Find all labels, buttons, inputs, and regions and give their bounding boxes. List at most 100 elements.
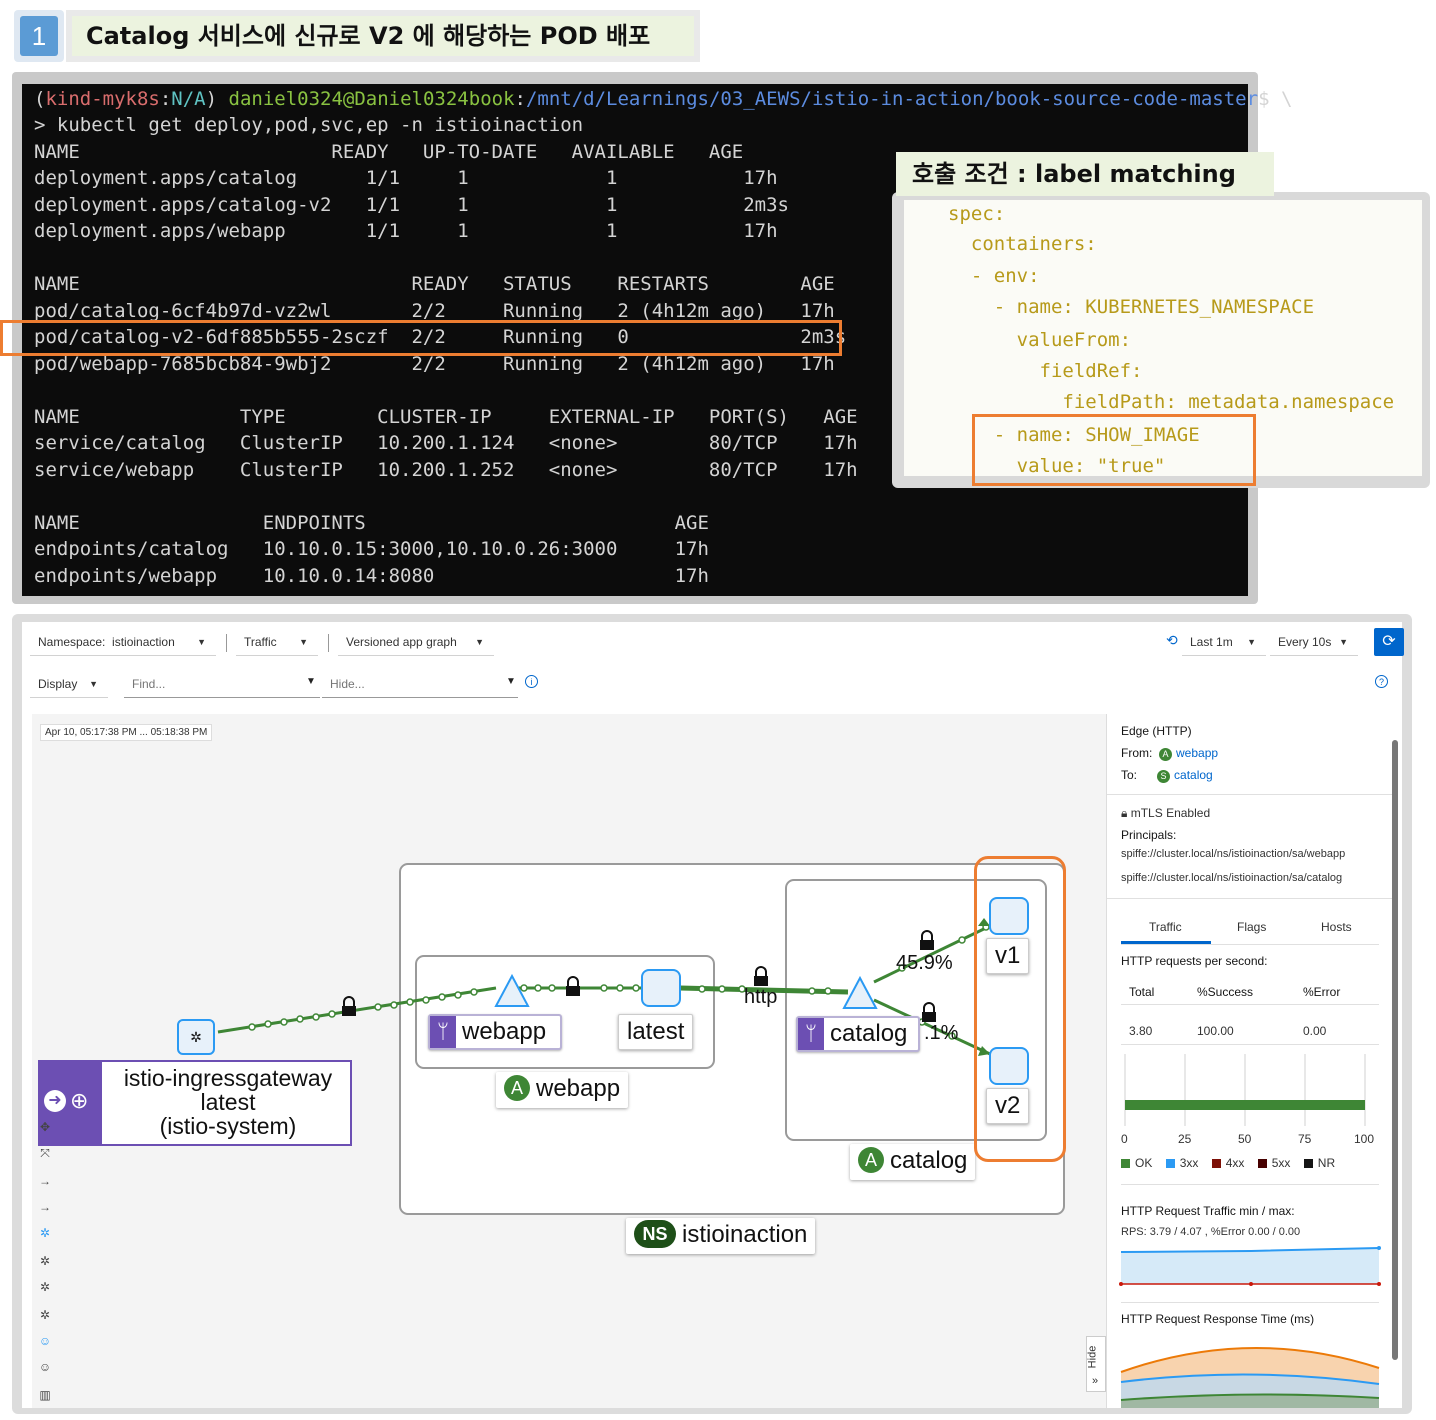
hide-input[interactable]: [322, 670, 518, 698]
yaml-line: - env:: [948, 265, 1040, 287]
app-badge-icon: A: [1159, 748, 1173, 761]
refresh-icon: ⟳: [1382, 633, 1396, 650]
caret-down-icon: ▼: [475, 637, 484, 647]
toolbar-divider: [328, 634, 329, 652]
yaml-line: - name: KUBERNETES_NAMESPACE: [948, 296, 1315, 318]
refresh-interval-dropdown[interactable]: Every 10s ▼: [1270, 628, 1358, 656]
namespace-dropdown[interactable]: Namespace: istioinaction ▼: [30, 628, 216, 656]
catalog-v2-label[interactable]: v2: [986, 1088, 1030, 1124]
service-graph-svg: ✲: [177, 863, 1065, 1215]
highlight-catalog-versions: [974, 856, 1066, 1162]
lock-icon: [342, 996, 356, 1016]
panel-title: Edge (HTTP): [1121, 724, 1192, 738]
arrowhead: [978, 1046, 990, 1056]
terminal-line: NAME READY UP-TO-DATE AVAILABLE AGE: [34, 141, 744, 163]
edge-catalog-v1: [873, 924, 991, 984]
divider: [1121, 1184, 1379, 1185]
zoom-in-icon[interactable]: ✥: [39, 1120, 51, 1134]
from-link[interactable]: webapp: [1176, 746, 1219, 760]
namespace-layout-icon[interactable]: ☺: [38, 1360, 52, 1374]
terminal-line: service/catalog ClusterIP 10.200.1.124 <…: [34, 432, 858, 454]
edge-webapp-catalog: [679, 985, 849, 995]
yaml-snippet: spec: containers: - env: - name: KUBERNE…: [904, 200, 1422, 477]
help-icon[interactable]: ?: [1375, 675, 1388, 688]
hide-caret-icon[interactable]: ▼: [506, 676, 516, 687]
tab-flags[interactable]: Flags: [1237, 920, 1267, 934]
display-dropdown[interactable]: Display ▼: [30, 670, 108, 698]
caret-down-icon: ▼: [299, 637, 308, 647]
legend-3xx: 3xx: [1165, 1156, 1198, 1170]
tab-hosts[interactable]: Hosts: [1321, 920, 1352, 934]
caret-down-icon: ▼: [197, 637, 206, 647]
info-icon[interactable]: i: [525, 675, 538, 688]
terminal-line: endpoints/webapp 10.10.0.14:8080 17h: [34, 565, 709, 587]
terminal-line-highlighted: pod/catalog-v2-6df885b555-2sczf 2/2 Runn…: [34, 326, 847, 348]
principal-1: spiffe://cluster.local/ns/istioinaction/…: [1121, 848, 1346, 860]
find-caret-icon[interactable]: ▼: [306, 676, 316, 687]
namespace-layout-icon[interactable]: ☺: [38, 1334, 52, 1348]
tab-traffic[interactable]: Traffic: [1149, 920, 1182, 934]
axis-tick: 75: [1298, 1132, 1312, 1146]
service-badge-icon: S: [1157, 770, 1171, 783]
history-icon[interactable]: ⟲: [1166, 632, 1178, 648]
step-title-text: Catalog 서비스에 신규로 V2 에 해당하는 POD 배포: [72, 16, 694, 56]
catalog-app-box: [785, 879, 1047, 1141]
chart-legend: OK 3xx 4xx 5xx NR: [1121, 1156, 1335, 1170]
yaml-line: value: "true": [948, 455, 1166, 477]
table-header-success: %Success: [1197, 985, 1254, 999]
legend-nr: NR: [1303, 1156, 1335, 1170]
layout-graph-icon[interactable]: ✲: [39, 1308, 51, 1322]
yaml-line: - name: SHOW_IMAGE: [948, 424, 1200, 446]
layout-graph-icon[interactable]: ✲: [39, 1254, 51, 1268]
legend-map-icon[interactable]: ▥: [39, 1388, 51, 1402]
webapp-version-label[interactable]: latest: [618, 1014, 694, 1050]
terminal-line: deployment.apps/catalog-v2 1/1 1 1 2m3s: [34, 194, 789, 216]
edge-traffic-dots: [248, 923, 990, 1040]
duration-dropdown[interactable]: Last 1m ▼: [1182, 628, 1266, 656]
catalog-v1-label[interactable]: v1: [986, 938, 1030, 974]
find-input[interactable]: [124, 670, 320, 698]
double-chevron-icon: »: [1092, 1375, 1099, 1387]
lock-icon: 🔒︎: [1121, 806, 1128, 820]
yaml-line: valueFrom:: [948, 329, 1132, 351]
terminal-line: deployment.apps/webapp 1/1 1 1 17h: [34, 220, 778, 242]
layout-graph-icon[interactable]: ✲: [39, 1280, 51, 1294]
panel-scrollbar[interactable]: [1392, 740, 1398, 1360]
table-header-error: %Error: [1303, 985, 1341, 999]
terminal-line: NAME TYPE CLUSTER-IP EXTERNAL-IP PORT(S)…: [34, 406, 858, 428]
divider: [1121, 1302, 1379, 1303]
to-link[interactable]: catalog: [1174, 768, 1213, 782]
ok-bar: [1125, 1100, 1365, 1110]
app-badge-icon: A: [858, 1146, 884, 1173]
branch-icon: ᛘ: [798, 1018, 824, 1050]
divider: [1121, 944, 1379, 945]
terminal-prompt: (kind-myk8s:N/A) daniel0324@Daniel0324bo…: [34, 88, 1293, 110]
globe-icon: ⊕: [70, 1088, 89, 1113]
toolbar-divider: [226, 634, 227, 652]
lock-icon: [566, 976, 580, 996]
catalog-v2-node: [989, 1047, 1029, 1085]
refresh-button[interactable]: ⟳: [1374, 628, 1404, 656]
terminal-line: endpoints/catalog 10.10.0.15:3000,10.10.…: [34, 538, 709, 560]
layout-graph-icon[interactable]: ✲: [39, 1226, 51, 1240]
branch-icon: ᛘ: [430, 1016, 456, 1048]
step-title: Catalog 서비스에 신규로 V2 에 해당하는 POD 배포: [66, 10, 700, 62]
axis-tick: 0: [1121, 1132, 1128, 1146]
graph-type-dropdown[interactable]: Versioned app graph ▼: [338, 628, 494, 656]
divider: [1121, 1044, 1379, 1045]
layout-arrow-icon[interactable]: →: [39, 1174, 51, 1188]
fit-icon[interactable]: ⤧: [40, 1146, 50, 1160]
layout-arrow-icon[interactable]: →: [39, 1200, 51, 1214]
ingressgateway-node-label[interactable]: ➜ ⊕ istio-ingressgateway latest (istio-s…: [38, 1060, 352, 1146]
axis-tick: 25: [1178, 1132, 1192, 1146]
hide-panel-button[interactable]: Hide »: [1086, 1336, 1106, 1392]
traffic-dropdown[interactable]: Traffic ▼: [236, 628, 318, 656]
